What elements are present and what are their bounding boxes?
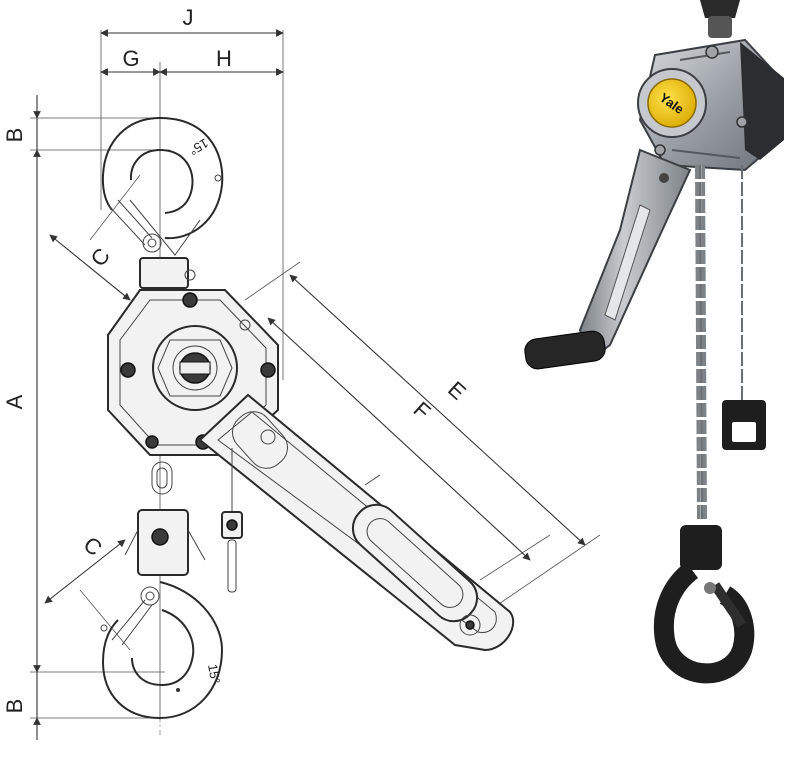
handle-grip-photo <box>524 330 606 370</box>
top-hook-photo <box>700 0 740 18</box>
top-swivel <box>139 257 189 289</box>
dim-label-g: G <box>122 46 139 71</box>
dim-label-e: E <box>443 376 471 404</box>
dimension-a: B A B <box>2 95 170 740</box>
hook-angle-top: 15° <box>186 135 211 158</box>
dim-label-f: F <box>409 397 436 425</box>
dim-label-c-bottom: C <box>79 532 107 561</box>
hook-angle-bottom: 15° <box>205 663 223 685</box>
dimension-c-top: C <box>49 174 141 301</box>
dim-label-b-bottom: B <box>2 699 27 714</box>
hoist-handle <box>198 393 515 652</box>
load-chain-photo <box>695 164 707 521</box>
technical-drawing: J G H B A B C <box>2 5 601 740</box>
bottom-hook-photo <box>653 562 755 684</box>
lower-components <box>124 448 243 593</box>
top-hook: 15° <box>101 117 224 256</box>
dim-label-j: J <box>183 5 194 30</box>
dim-label-b-top: B <box>2 128 27 143</box>
brand-badge <box>647 78 697 128</box>
dim-label-a: A <box>2 394 27 409</box>
bottom-hook: 15° <box>100 581 223 719</box>
dimension-c-bottom: C <box>44 532 131 651</box>
bottom-block-photo <box>680 525 722 570</box>
dim-label-h: H <box>216 46 232 71</box>
product-photo: Yale <box>524 0 784 684</box>
